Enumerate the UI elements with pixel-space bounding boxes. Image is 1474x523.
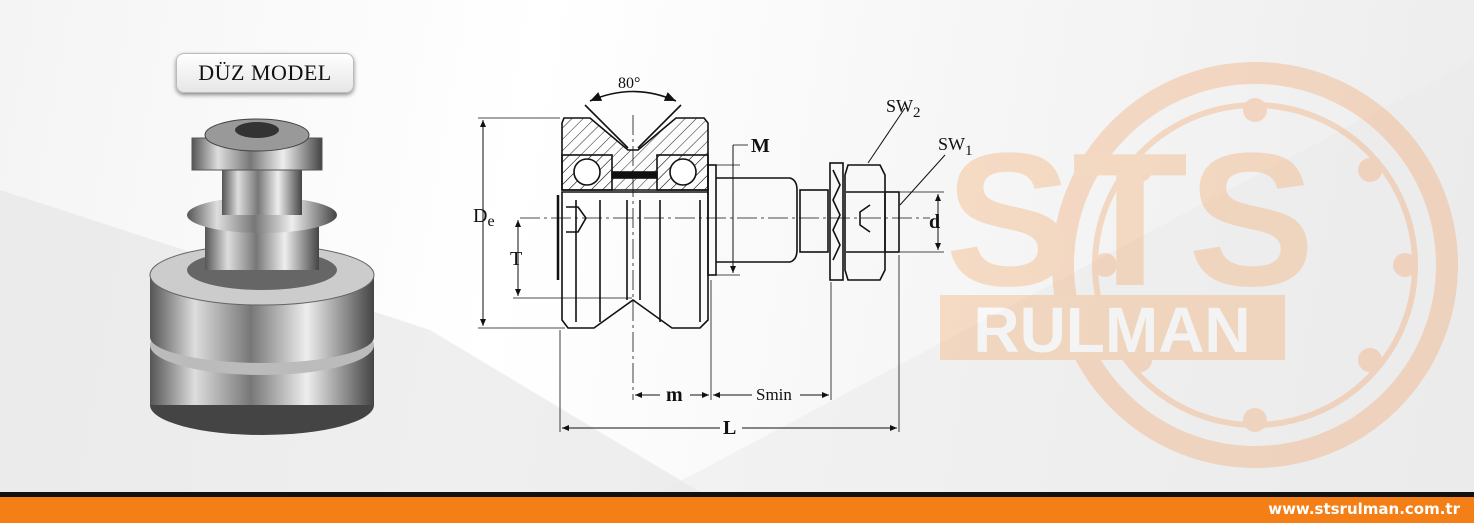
dimension-M: M xyxy=(751,135,770,157)
svg-text:SW2: SW2 xyxy=(886,96,921,121)
footer-bar: www.stsrulman.com.tr xyxy=(0,497,1474,523)
dimension-m: m xyxy=(666,384,683,406)
svg-text:STS: STS xyxy=(945,114,1315,326)
dimension-smin: Smin xyxy=(756,385,792,404)
dimension-d: d xyxy=(929,211,940,233)
dimension-T: T xyxy=(510,248,522,270)
model-badge: DÜZ MODEL xyxy=(176,53,354,93)
svg-text:SW1: SW1 xyxy=(938,134,973,159)
svg-text:RULMAN: RULMAN xyxy=(973,294,1250,366)
dimension-L: L xyxy=(723,417,736,439)
website-link[interactable]: www.stsrulman.com.tr xyxy=(1268,500,1460,518)
svg-text:De: De xyxy=(473,205,495,230)
angle-label: 80° xyxy=(618,75,640,92)
divider xyxy=(0,492,1474,497)
